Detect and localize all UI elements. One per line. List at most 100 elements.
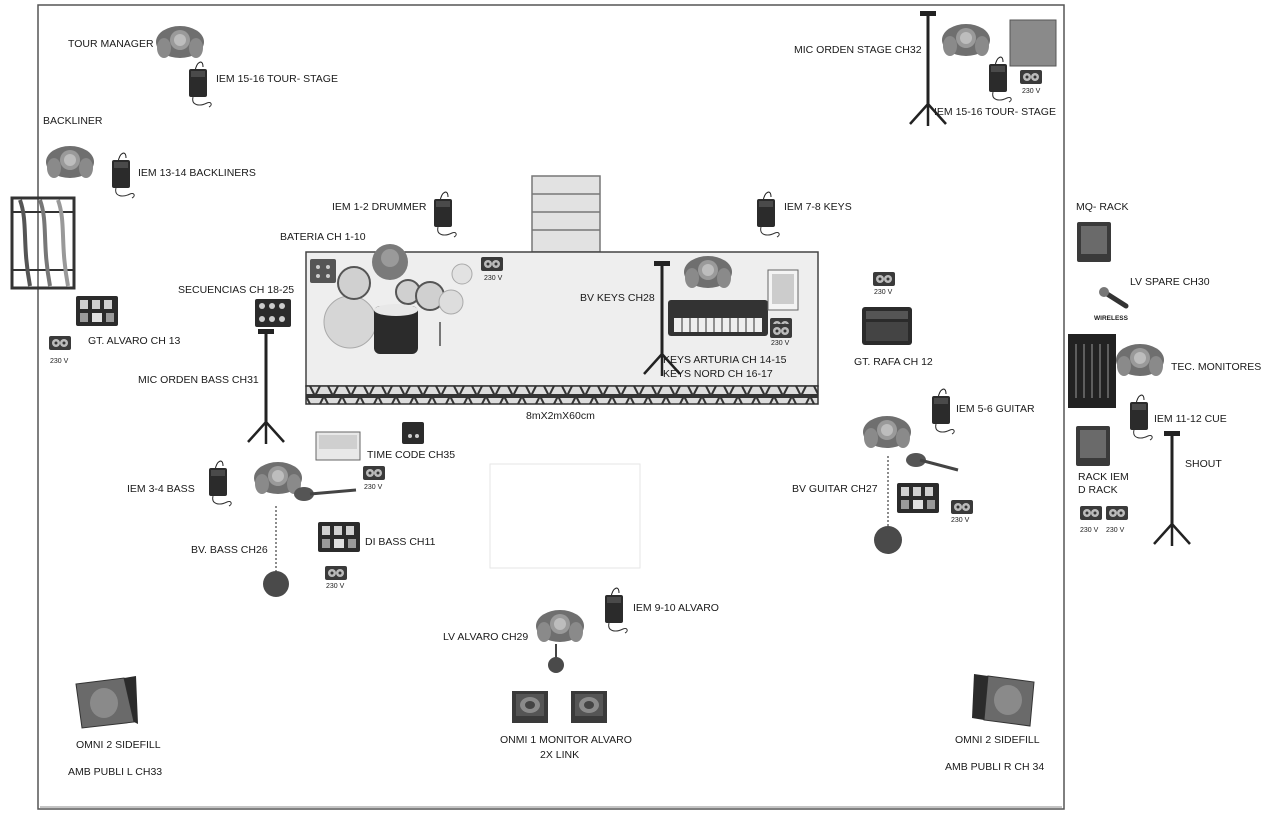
label-keys-nord: KEYS NORD CH 16-17 [663, 368, 773, 380]
power-label: 230 V [326, 583, 345, 590]
label-mq-rack: MQ- RACK [1076, 201, 1129, 213]
time-code-interface-icon [402, 422, 424, 444]
label-iem-13-14: IEM 13-14 BACKLINERS [138, 167, 256, 179]
power-label: 230 V [50, 358, 69, 365]
power-outlet-icon [1020, 70, 1042, 84]
drum-kit-icon [310, 244, 473, 354]
power-outlet-icon [770, 324, 792, 338]
sidefill-left-icon [75, 676, 138, 729]
riser-steps [531, 175, 601, 253]
stage-manager-person-icon [942, 24, 990, 56]
label-iem-3-4: IEM 3-4 BASS [127, 483, 195, 495]
label-bateria: BATERIA CH 1-10 [280, 231, 366, 243]
bv-bass-mic-icon [263, 506, 289, 597]
keys-player-person-icon [684, 256, 732, 288]
label-iem-15-16-left: IEM 15-16 TOUR- STAGE [216, 73, 338, 85]
label-time-code: TIME CODE CH35 [367, 449, 455, 461]
wireless-mic-icon [1099, 287, 1129, 309]
label-amb-l: AMB PUBLI L CH33 [68, 766, 162, 778]
label-bv-bass: BV. BASS CH26 [191, 544, 268, 556]
wedge-monitor-left-icon [512, 691, 548, 723]
label-monitor-link: 2X LINK [540, 749, 579, 761]
power-label: 230 V [951, 517, 970, 524]
power-outlet-icon [363, 466, 385, 480]
guitar-player-person-icon [863, 416, 911, 448]
label-lv-spare: LV SPARE CH30 [1130, 276, 1210, 288]
monitor-console-icon [1068, 334, 1116, 408]
wedge-monitor-right-icon [571, 691, 607, 723]
power-label: 230 V [1022, 88, 1041, 95]
label-d-rack: D RACK [1078, 484, 1118, 496]
rack-iem-icon [1076, 426, 1110, 466]
label-iem-15-16-right: IEM 15-16 TOUR- STAGE [934, 106, 1056, 118]
label-tour-manager: TOUR MANAGER [68, 38, 154, 50]
lv-alvaro-mic-icon [548, 644, 564, 673]
power-label: 230 V [1106, 527, 1125, 534]
stage-outline [37, 4, 1065, 810]
label-riser-size: 8mX2mX60cm [526, 410, 595, 422]
label-di-bass: DI BASS CH11 [365, 536, 436, 548]
tour-manager-person-icon [156, 26, 204, 58]
power-outlet-icon [1106, 506, 1128, 520]
label-bv-guitar: BV GUITAR CH27 [792, 483, 878, 495]
power-outlet-icon [873, 272, 895, 286]
secuencias-unit-icon [255, 299, 291, 327]
label-iem-9-10: IEM 9-10 ALVARO [633, 602, 719, 614]
power-label: 230 V [484, 275, 503, 282]
mq-rack-icon [1077, 222, 1111, 262]
gt-alvaro-pedalboard-icon [76, 296, 118, 326]
label-iem-1-2: IEM 1-2 DRUMMER [332, 201, 427, 213]
power-label: 230 V [771, 340, 790, 347]
label-mic-orden-stage: MIC ORDEN STAGE CH32 [794, 44, 922, 56]
label-tec-monitores: TEC. MONITORES [1171, 361, 1261, 373]
label-wireless: WIRELESS [1094, 315, 1129, 322]
label-amb-r: AMB PUBLI R CH 34 [945, 761, 1044, 773]
iem-11-12-icon [1129, 394, 1153, 441]
bass-player-person-icon [254, 462, 302, 494]
power-outlet-icon [1080, 506, 1102, 520]
power-outlet-icon [325, 566, 347, 580]
keyboard-icon [668, 300, 768, 336]
label-iem-5-6: IEM 5-6 GUITAR [956, 403, 1035, 415]
label-bv-keys: BV KEYS CH28 [580, 292, 655, 304]
center-area [489, 463, 641, 569]
guitar-icon [906, 453, 959, 472]
label-shout: SHOUT [1185, 458, 1222, 470]
stage-table-icon [1009, 19, 1057, 67]
label-iem-11-12: IEM 11-12 CUE [1154, 413, 1227, 425]
power-label: 230 V [874, 289, 893, 296]
label-lv-alvaro: LV ALVARO CH29 [443, 631, 528, 643]
laptop-keys-icon [767, 269, 799, 311]
lead-vocal-person-icon [536, 610, 584, 642]
label-omni-left: OMNI 2 SIDEFILL [76, 739, 161, 751]
riser-truss [305, 385, 819, 405]
label-secuencias: SECUENCIAS CH 18-25 [178, 284, 294, 296]
label-omni-right: OMNI 2 SIDEFILL [955, 734, 1040, 746]
bv-guitar-mic-icon [874, 456, 902, 554]
label-mic-orden-bass: MIC ORDEN BASS CH31 [138, 374, 259, 386]
gt-rafa-amp-icon [862, 307, 912, 345]
di-bass-pedalboard-icon [318, 522, 360, 552]
label-gt-alvaro: GT. ALVARO CH 13 [88, 335, 181, 347]
time-code-laptop-icon [315, 431, 361, 461]
label-backliner: BACKLINER [43, 115, 103, 127]
label-rack-iem: RACK IEM [1078, 471, 1129, 483]
power-label: 230 V [364, 484, 383, 491]
power-outlet-icon [951, 500, 973, 514]
guitar-pedalboard-icon [897, 483, 939, 513]
backliner-person-icon [46, 146, 94, 178]
shout-mic-stand-icon [1152, 429, 1192, 548]
tec-monitores-person-icon [1116, 344, 1164, 376]
sidefill-right-icon [972, 674, 1035, 727]
power-label: 230 V [1080, 527, 1099, 534]
label-gt-rafa: GT. RAFA CH 12 [854, 356, 933, 368]
power-outlet-icon [49, 336, 71, 350]
label-keys-arturia: KEYS ARTURIA CH 14-15 [663, 354, 787, 366]
guitar-rack-icon [10, 196, 76, 290]
label-iem-7-8: IEM 7-8 KEYS [784, 201, 852, 213]
power-outlet-icon [481, 257, 503, 271]
bass-guitar-icon [294, 487, 357, 501]
label-monitor-alvaro: ONMI 1 MONITOR ALVARO [500, 734, 632, 746]
